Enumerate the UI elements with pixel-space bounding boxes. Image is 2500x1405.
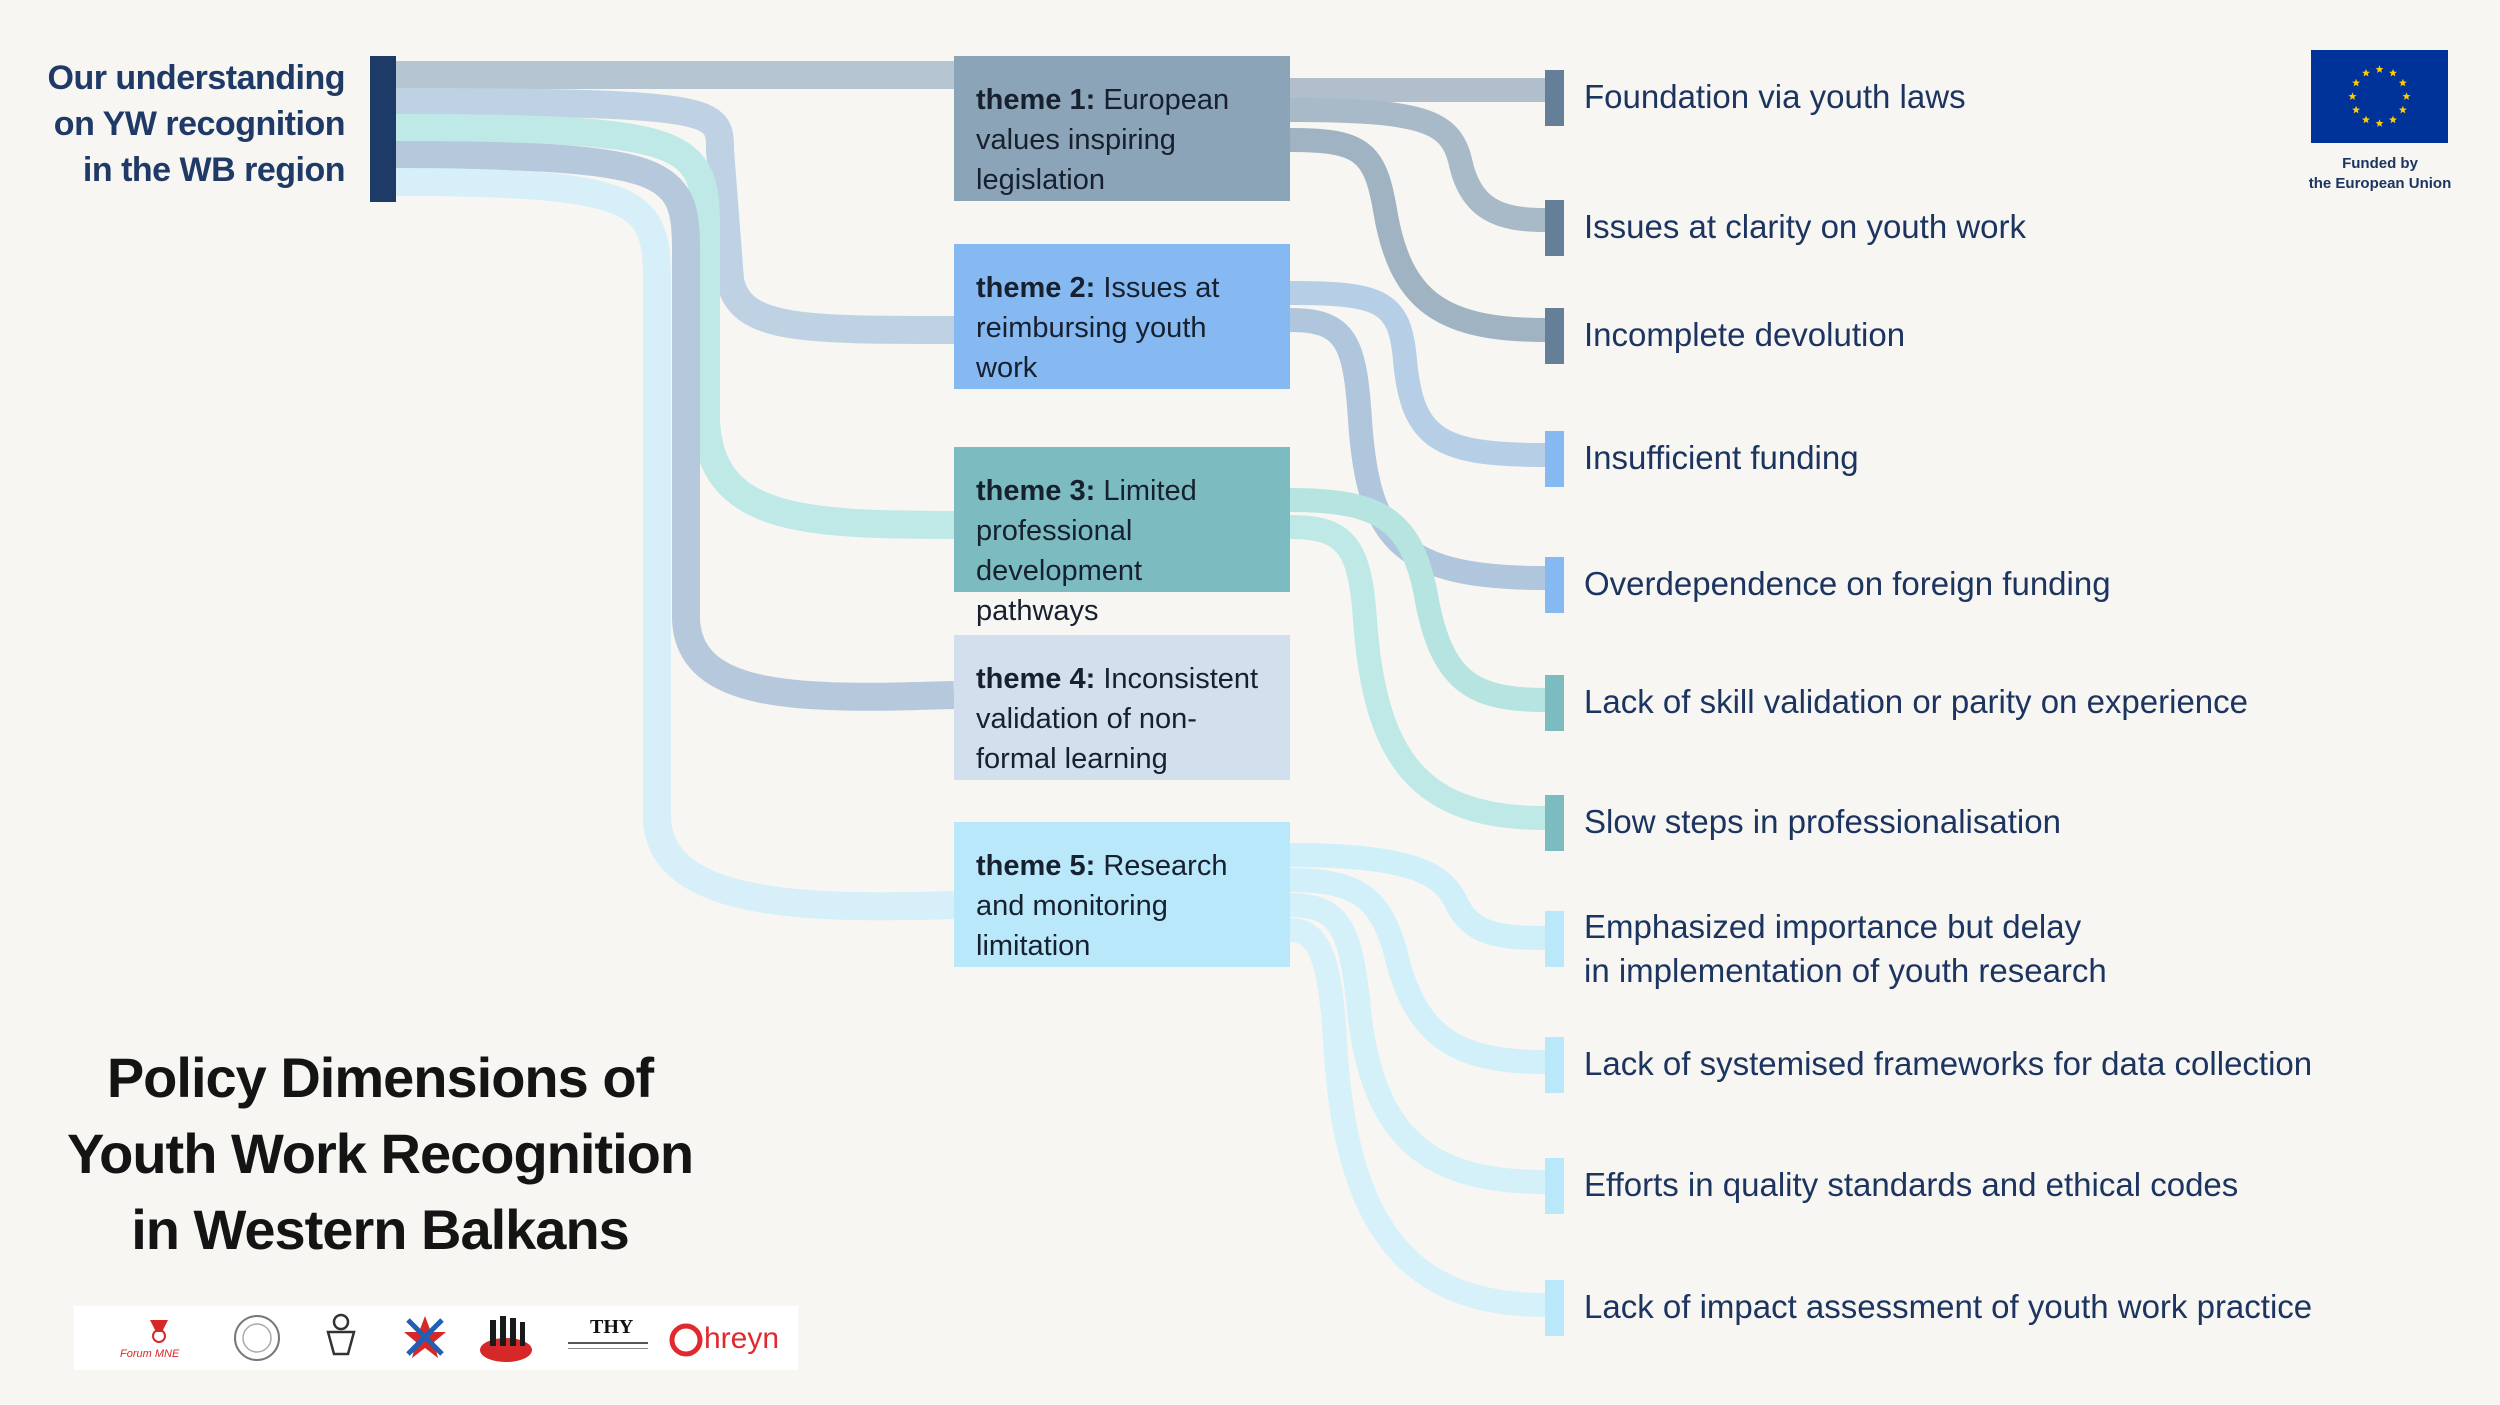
- flow-theme5-issue-10: [1289, 893, 1546, 1194]
- theme-text: Issues at reimbursing youth work: [976, 272, 1220, 384]
- hreyn-logo: hreyn: [666, 1312, 786, 1364]
- theme-node-4: theme 4: Inconsistent validation of non-…: [954, 635, 1290, 780]
- issue-label: Incomplete devolution: [1584, 316, 1906, 353]
- issue-bar: [1545, 1037, 1564, 1093]
- flow-source-theme-5: [395, 168, 955, 921]
- eu-flag-icon: [2311, 50, 2448, 143]
- issue-label: Foundation via youth laws: [1584, 78, 1966, 115]
- issue-label: Lack of impact assessment of youth work …: [1584, 1288, 2313, 1325]
- theme-text: Inconsistent validation of non-formal le…: [976, 663, 1259, 775]
- flow-source-theme-4: [395, 141, 955, 711]
- star-network-logo: [400, 1312, 450, 1369]
- theme-prefix: theme 3:: [976, 475, 1096, 507]
- eu-star-icon: [2362, 68, 2370, 77]
- flow-theme3-issue-7: [1289, 515, 1546, 830]
- eu-star-icon: [2375, 65, 2384, 73]
- issue-bar: [1545, 308, 1564, 364]
- thy-text: THY: [590, 1316, 634, 1338]
- figure-logo: [318, 1312, 364, 1369]
- theme-node-5: theme 5: Research and monitoring limitat…: [954, 822, 1290, 967]
- issue-bar: [1545, 911, 1564, 967]
- issue-label: Slow steps in professionalisation: [1584, 803, 2061, 840]
- theme-node-1: theme 1: European values inspiring legis…: [954, 56, 1290, 201]
- thy-underline: [568, 1348, 648, 1349]
- theme-text: Research and monitoring limitation: [976, 850, 1228, 962]
- source-label: Our understanding on YW recognition in t…: [47, 59, 346, 189]
- issue-label: Lack of skill validation or parity on ex…: [1584, 683, 2249, 720]
- flow-theme1-issue-3: [1289, 128, 1546, 342]
- issue-label: Lack of systemised frameworks for data c…: [1584, 1045, 2313, 1082]
- source-node: [370, 56, 396, 202]
- forum-mne-text: Forum MNE: [120, 1348, 180, 1360]
- thy-underline: [568, 1342, 648, 1344]
- page-title: Policy Dimensions of Youth Work Recognit…: [66, 1046, 694, 1261]
- eu-star-icon: [2389, 68, 2397, 77]
- flow-theme1-issue-2: [1289, 98, 1546, 232]
- theme-prefix: theme 5:: [976, 850, 1096, 882]
- eu-star-icon: [2398, 78, 2407, 87]
- forum-mne-logo: Forum MNE: [114, 1312, 204, 1364]
- issue-bar: [1545, 795, 1564, 851]
- thy-logo: THY: [558, 1312, 658, 1364]
- stadium-logo: [230, 1312, 284, 1369]
- flow-theme2-issue-4: [1289, 281, 1546, 467]
- issue-label: Emphasized importance but delay in imple…: [1584, 908, 2107, 989]
- flow-theme2-issue-5: [1289, 308, 1546, 590]
- eu-star-icon: [2398, 105, 2407, 114]
- flow-theme5-issue-11: [1289, 918, 1546, 1317]
- issue-label: Overdependence on foreign funding: [1584, 565, 2111, 602]
- eu-star-icon: [2402, 92, 2411, 100]
- flow-source-theme-3: [395, 114, 955, 539]
- people-circle-logo: [478, 1312, 534, 1369]
- eu-funding-caption: Funded by the European Union: [2308, 155, 2452, 192]
- issue-bar: [1545, 557, 1564, 613]
- hreyn-text: hreyn: [704, 1322, 780, 1355]
- issue-label: Efforts in quality standards and ethical…: [1584, 1166, 2239, 1203]
- flow-theme5-issue-9: [1289, 868, 1546, 1074]
- theme-node-2: theme 2: Issues at reimbursing youth wor…: [954, 244, 1290, 389]
- theme-prefix: theme 1:: [976, 84, 1096, 116]
- flow-theme5-issue-8: [1289, 843, 1546, 950]
- issue-bar: [1545, 1280, 1564, 1336]
- issue-bar: [1545, 200, 1564, 256]
- issue-bar: [1545, 431, 1564, 487]
- flow-source-theme-2: [395, 88, 955, 344]
- partner-logos-strip: Forum MNE THY: [74, 1306, 798, 1370]
- eu-star-icon: [2348, 92, 2357, 100]
- issue-label: Insufficient funding: [1584, 439, 1859, 476]
- theme-prefix: theme 4:: [976, 663, 1096, 695]
- eu-star-icon: [2352, 105, 2361, 114]
- eu-star-icon: [2375, 119, 2384, 127]
- eu-star-icon: [2352, 78, 2361, 87]
- theme-node-3: theme 3: Limited professional developmen…: [954, 447, 1290, 627]
- flow-theme3-issue-6: [1289, 488, 1546, 712]
- issue-bar: [1545, 675, 1564, 731]
- issue-bar: [1545, 70, 1564, 126]
- theme-text: European values inspiring legislation: [976, 84, 1230, 196]
- issue-label: Issues at clarity on youth work: [1584, 208, 2027, 245]
- issue-bar: [1545, 1158, 1564, 1214]
- theme-text: Limited professional development pathway…: [976, 475, 1197, 627]
- eu-star-icon: [2389, 115, 2397, 124]
- eu-star-icon: [2362, 115, 2370, 124]
- theme-prefix: theme 2:: [976, 272, 1096, 304]
